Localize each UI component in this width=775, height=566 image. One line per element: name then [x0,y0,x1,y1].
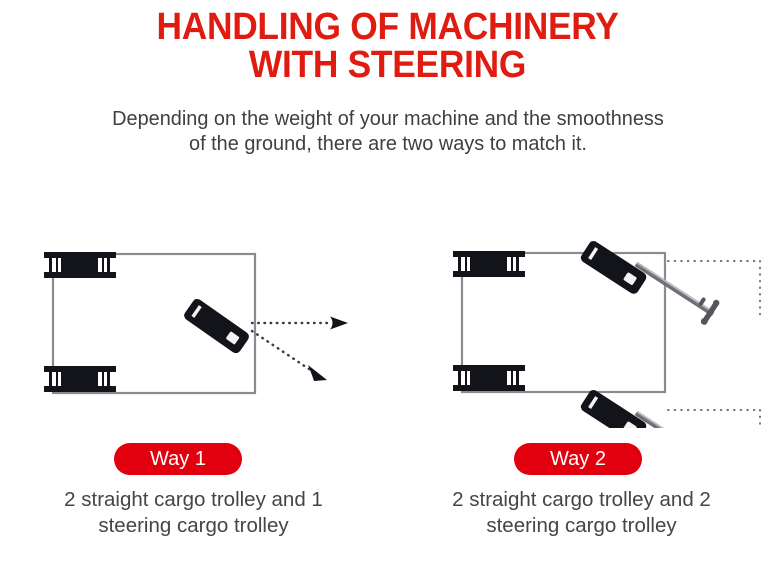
way-2-caption: 2 straight cargo trolley and 2 steering … [452,488,711,537]
straight-trolley-bottom [44,366,116,392]
straight-trolley-bottom [453,365,525,391]
direction-arrow-diagonal [250,329,327,381]
way-1-caption: 2 straight cargo trolley and 1 steering … [64,488,323,537]
direction-arrow-horizontal [250,316,348,330]
steering-trolley-bottom [579,388,649,428]
straight-trolley-top [44,252,116,278]
diagram-band [0,228,775,428]
page-subtitle: Depending on the weight of your machine … [111,107,664,155]
guide-line-bottom [667,409,761,428]
way-1-diagram [0,228,387,428]
way-2-diagram [388,228,775,428]
header: HANDLING OF MACHINERY WITH STEERING Depe… [0,0,775,156]
badge-row: Way 1 Way 2 [0,443,775,481]
way-2-badge: Way 2 [514,443,642,475]
page-title: HANDLING OF MACHINERY WITH STEERING [156,6,619,86]
way-1-badge: Way 1 [114,443,242,475]
straight-trolley-top [453,251,525,277]
guide-line-top [667,260,761,321]
